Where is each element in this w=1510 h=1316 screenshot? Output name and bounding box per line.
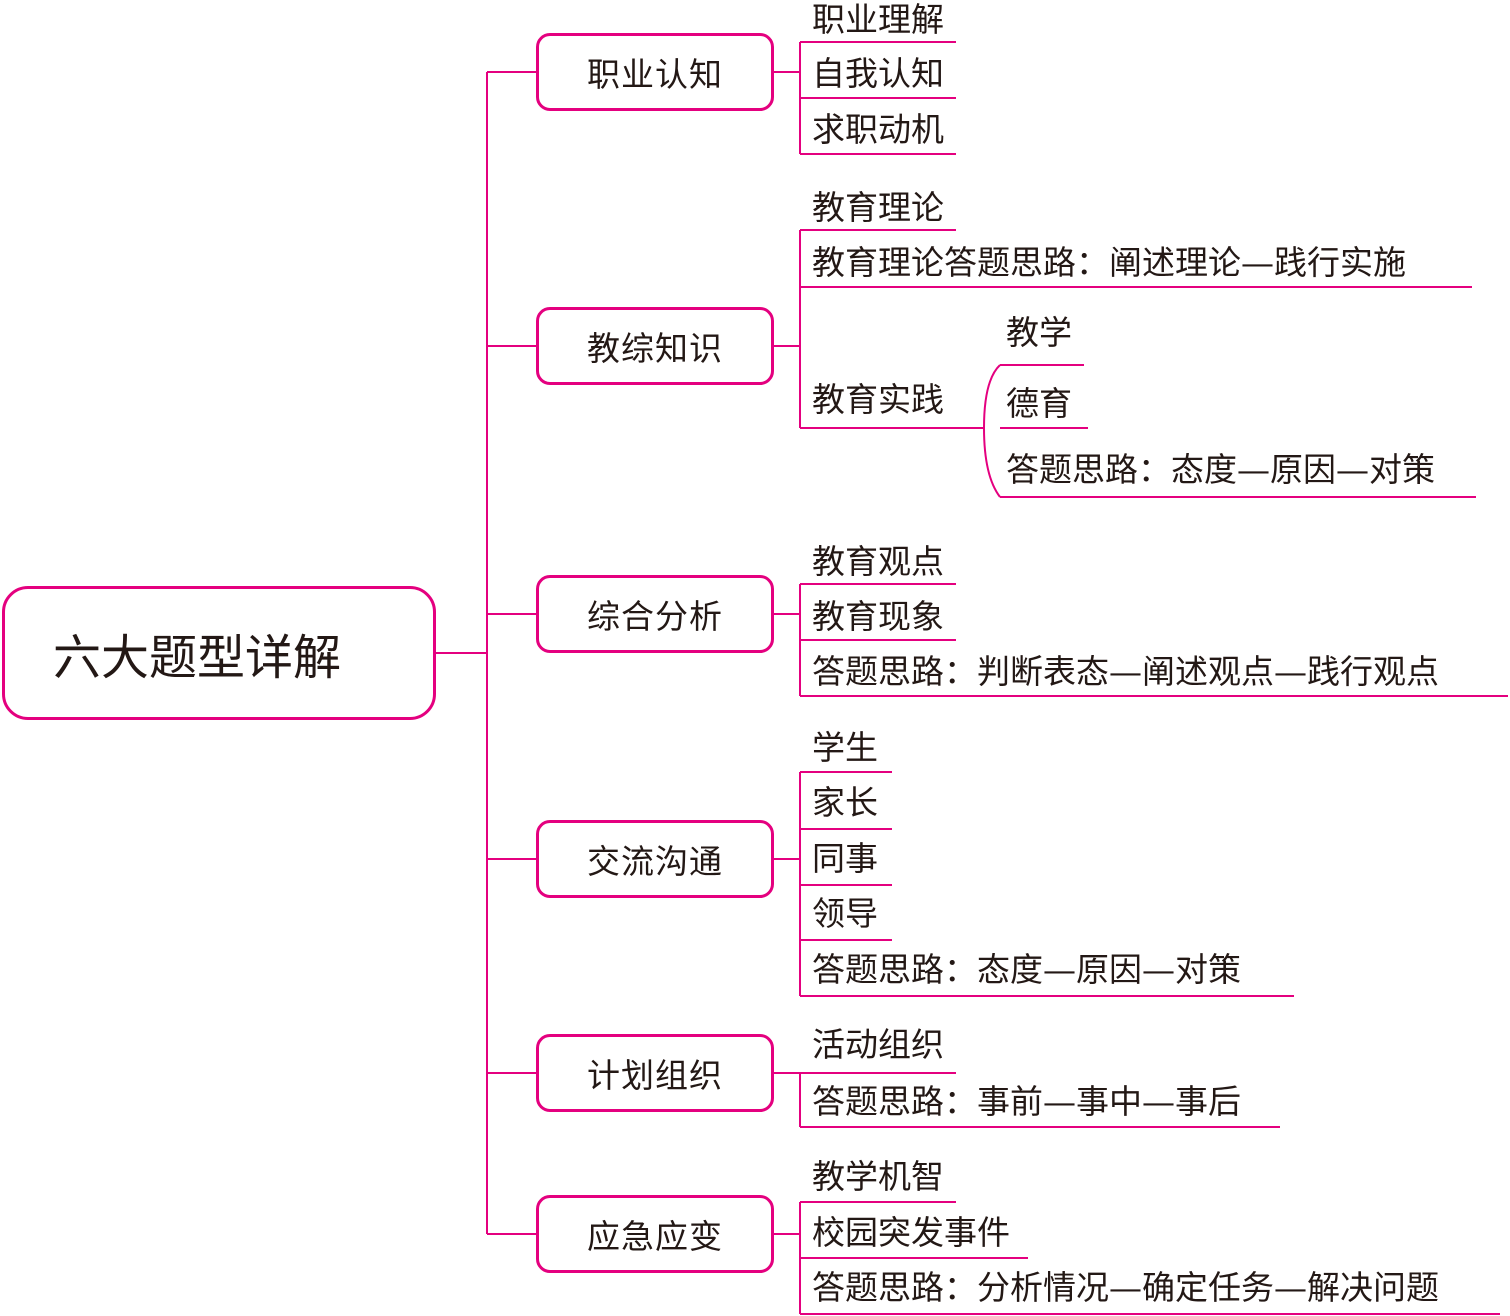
leaf-label: 职业理解 — [812, 0, 944, 39]
leaf-label: 家长 — [812, 783, 878, 822]
category-label: 综合分析 — [587, 597, 723, 636]
leaf-label: 教育现象 — [812, 597, 944, 636]
category-node-planning-organization: 计划组织 — [536, 1034, 774, 1112]
leaf-label: 校园突发事件 — [812, 1213, 1010, 1252]
leaf-label: 答题思路：态度—原因—对策 — [812, 950, 1241, 989]
category-node-education-knowledge: 教综知识 — [536, 307, 774, 385]
category-node-communication: 交流沟通 — [536, 820, 774, 898]
leaf-label: 答题思路：分析情况—确定任务—解决问题 — [812, 1268, 1439, 1307]
leaf-label: 教育观点 — [812, 542, 944, 581]
category-label: 计划组织 — [587, 1056, 723, 1095]
leaf-label: 同事 — [812, 839, 878, 878]
leaf-label: 求职动机 — [812, 110, 944, 149]
category-node-career-cognition: 职业认知 — [536, 33, 774, 111]
root-title: 六大题型详解 — [53, 630, 342, 686]
leaf-label: 答题思路：事前—事中—事后 — [812, 1082, 1241, 1121]
leaf-label: 自我认知 — [812, 54, 944, 93]
leaf-label: 教育实践 — [812, 380, 944, 419]
leaf-label: 教育理论答题思路：阐述理论—践行实施 — [812, 243, 1406, 282]
sub-leaf-label: 答题思路：态度—原因—对策 — [1006, 450, 1435, 489]
category-label: 职业认知 — [587, 55, 723, 94]
category-node-emergency-response: 应急应变 — [536, 1195, 774, 1273]
category-label: 交流沟通 — [587, 842, 723, 881]
leaf-label: 学生 — [812, 728, 878, 767]
category-node-comprehensive-analysis: 综合分析 — [536, 575, 774, 653]
leaf-label: 答题思路：判断表态—阐述观点—践行观点 — [812, 652, 1439, 691]
sub-leaf-label: 教学 — [1006, 313, 1072, 352]
category-label: 应急应变 — [587, 1217, 723, 1256]
sub-leaf-label: 德育 — [1006, 384, 1072, 423]
root-node: 六大题型详解 — [2, 586, 436, 720]
leaf-label: 领导 — [812, 894, 878, 933]
leaf-label: 教学机智 — [812, 1157, 944, 1196]
leaf-label: 活动组织 — [812, 1025, 944, 1064]
leaf-label: 教育理论 — [812, 188, 944, 227]
category-label: 教综知识 — [587, 329, 723, 368]
